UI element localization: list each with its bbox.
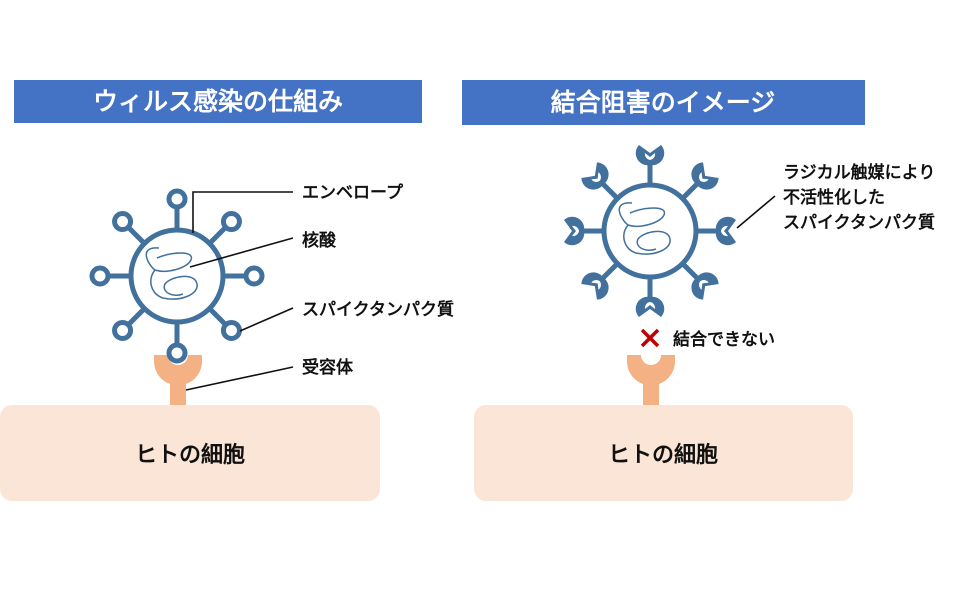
leader-envelope: [192, 191, 293, 233]
label-inactivated-line1: ラジカル触媒により: [783, 162, 935, 183]
label-envelope: エンベロープ: [302, 182, 404, 203]
human-cell-right: [474, 405, 853, 501]
envelope: [128, 227, 226, 325]
inactivated-spike-protein: [682, 263, 719, 300]
left-title: ウィルス感染の仕組み: [93, 87, 343, 116]
cell-label-right: ヒトの細胞: [608, 442, 718, 468]
spike-protein: [89, 265, 129, 287]
human-cell-left: [0, 405, 380, 501]
inactivated-spike-protein: [682, 162, 719, 199]
label-receptor: 受容体: [302, 357, 354, 378]
leader-nucleic-acid: [189, 237, 294, 268]
right-title-banner: [462, 80, 865, 125]
virus-left: [89, 188, 265, 364]
spike-protein: [112, 211, 145, 244]
cell-label-left: ヒトの細胞: [135, 442, 245, 468]
virus-right-inactivated: [564, 145, 736, 317]
inactivated-spike-protein: [581, 263, 618, 300]
nucleic-acid: [145, 247, 198, 300]
label-cannot-bind: 結合できない: [673, 329, 775, 350]
receptor-right: [627, 355, 675, 405]
inactivated-spike-protein: [698, 216, 736, 246]
spike-protein: [166, 188, 188, 228]
inactivated-spike-protein: [581, 162, 618, 199]
inactivated-spike-protein: [635, 145, 665, 183]
cross-icon: [640, 328, 660, 348]
label-inactivated-line3: スパイクタンパク質: [783, 212, 935, 233]
leader-receptor: [185, 366, 294, 391]
inactivated-spike-protein: [564, 216, 602, 246]
left-title-banner: [14, 80, 422, 123]
leader-inactivated-spike: [736, 195, 776, 229]
left-panel: ウィルス感染の仕組み ヒトの細胞 エンベロープ 核酸 スパイクタンパク質 受容体: [0, 80, 454, 501]
spike-protein: [112, 308, 145, 341]
inactivated-spike-protein: [635, 279, 665, 317]
label-spike-protein: スパイクタンパク質: [302, 299, 454, 320]
leader-spike: [239, 307, 294, 332]
receptor-left: [154, 355, 202, 405]
spike-protein: [225, 265, 265, 287]
right-title: 結合阻害のイメージ: [551, 88, 776, 117]
envelope: [601, 182, 699, 280]
spike-protein: [209, 308, 242, 341]
label-nucleic-acid: 核酸: [302, 230, 337, 251]
right-panel: 結合阻害のイメージ ヒトの細胞 ラジカル触媒により 不活性化した スパイクタンパ…: [462, 80, 935, 501]
nucleic-acid: [618, 202, 671, 255]
spike-protein: [166, 324, 188, 364]
spike-protein: [209, 211, 242, 244]
label-inactivated-line2: 不活性化した: [783, 187, 885, 208]
